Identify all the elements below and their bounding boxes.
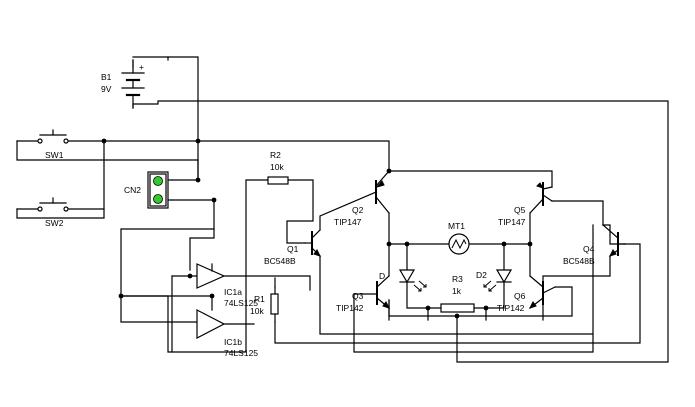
r1-value-label: 10k (250, 306, 264, 316)
buffer-ic1b: IC1b 74LS125 (196, 309, 258, 358)
battery-value-label: 9V (101, 84, 112, 94)
r2-name-label: R2 (270, 150, 281, 160)
sw2-label: SW2 (45, 218, 64, 228)
battery-b1: + B1 9V (101, 59, 145, 109)
led-d1 (398, 269, 427, 292)
transistor-q3: D Q3 TIP142 (336, 271, 390, 313)
q3-part-label: TIP142 (336, 303, 364, 313)
ic1b-name-label: IC1b (224, 337, 242, 347)
q5-name-label: Q5 (514, 205, 526, 215)
switch-sw1: SW1 (37, 129, 69, 160)
ic1a-part-label: 74LS125 (224, 298, 258, 308)
r1-name-label: R1 (254, 294, 265, 304)
q4-name-label: Q4 (583, 244, 595, 254)
led-d2: D2 (476, 269, 513, 292)
switch-sw2: SW2 (37, 197, 69, 228)
buffer-ic1a: IC1a 74LS125 (196, 263, 258, 308)
battery-plus-label: + (139, 62, 144, 72)
cn2-label: CN2 (124, 185, 141, 195)
transistor-q5: Q5 TIP147 (498, 182, 553, 227)
cn2-pin-2 (153, 194, 163, 204)
q3-name-label: Q3 (352, 291, 364, 301)
sw1-label: SW1 (45, 150, 64, 160)
resistor-r1: R1 10k (250, 286, 279, 323)
q1-name-label: Q1 (287, 244, 299, 254)
wires (16, 56, 669, 363)
transistor-q1: Q1 BC548B (264, 229, 321, 266)
r3-name-label: R3 (452, 274, 463, 284)
q5-part-label: TIP147 (498, 217, 526, 227)
q6-part-label: TIP142 (497, 303, 525, 313)
d2-label: D2 (476, 270, 487, 280)
resistor-r2: R2 10k (267, 150, 289, 185)
ic1b-part-label: 74LS125 (224, 348, 258, 358)
cn2-pin-1 (153, 176, 163, 186)
q1-part-label: BC548B (264, 256, 296, 266)
q2-part-label: TIP147 (334, 217, 362, 227)
mt1-label: MT1 (448, 221, 465, 231)
r2-value-label: 10k (270, 162, 284, 172)
resistor-r3: R3 1k (440, 274, 475, 313)
transistor-q2: Q2 TIP147 (334, 170, 390, 227)
d1-label: D (379, 271, 385, 281)
q4-part-label: BC548B (563, 256, 595, 266)
r3-value-label: 1k (452, 286, 462, 296)
transistor-q4: Q4 BC548B (563, 224, 626, 266)
junctions (101, 138, 533, 319)
motor-mt1: MT1 (448, 221, 470, 255)
q6-name-label: Q6 (514, 291, 526, 301)
transistor-q6: Q6 TIP142 (497, 275, 556, 313)
ic1a-name-label: IC1a (224, 287, 242, 297)
q2-name-label: Q2 (352, 205, 364, 215)
battery-name-label: B1 (101, 72, 112, 82)
connector-cn2: CN2 (124, 171, 173, 209)
